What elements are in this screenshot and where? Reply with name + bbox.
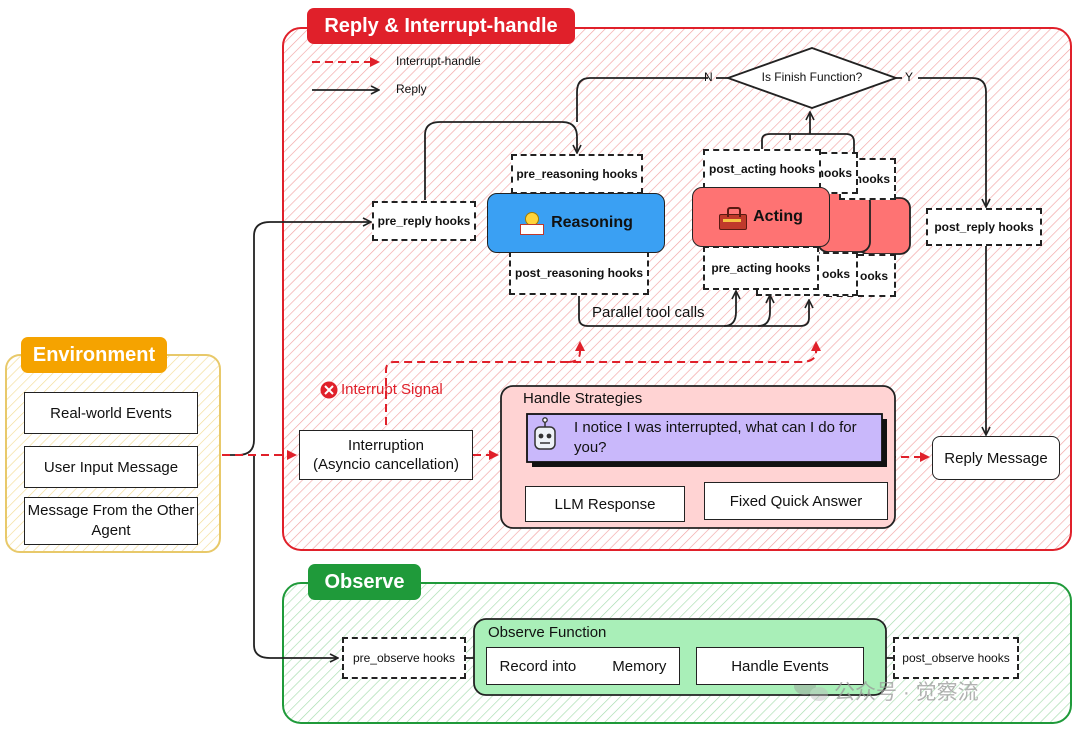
decision-yes-label: Y (905, 70, 914, 84)
interruption-subtitle: (Asyncio cancellation) (313, 456, 459, 473)
pre-acting-hooks: pre_acting hooks (703, 246, 819, 290)
toolbox-icon (719, 206, 748, 230)
post-reply-hooks: post_reply hooks (926, 208, 1042, 246)
finish-decision-diamond (725, 47, 899, 109)
acting-node: Acting (692, 187, 830, 247)
record-suffix: Memory (612, 657, 667, 675)
record-into-memory-box: Record into Memory (486, 647, 680, 685)
reply-message-box: Reply Message (932, 436, 1060, 480)
acting-label: Acting (753, 208, 803, 225)
pre-observe-hooks: pre_observe hooks (342, 637, 466, 679)
interrupted-message-text: I notice I was interrupted, what can I d… (574, 419, 857, 456)
legend-interrupt-label: Interrupt-handle (396, 54, 481, 68)
pre-reply-hooks: pre_reply hooks (372, 201, 476, 241)
post-reasoning-hooks: post_reasoning hooks (509, 251, 649, 295)
lightbulb-book-icon (519, 211, 545, 235)
legend-reply-label: Reply (396, 82, 427, 96)
interruption-box: Interruption (Asyncio cancellation) (299, 430, 473, 480)
observe-section-title: Observe (308, 564, 421, 600)
parallel-tool-calls-label: Parallel tool calls (592, 304, 705, 321)
handle-strategies-title: Handle Strategies (523, 390, 643, 407)
pre-reasoning-hooks: pre_reasoning hooks (511, 154, 643, 194)
env-real-world-events: Real-world Events (24, 392, 198, 434)
robot-icon (534, 417, 556, 450)
observe-function-title: Observe Function (488, 624, 607, 641)
finish-decision-label: Is Finish Function? (761, 70, 863, 84)
reasoning-node: Reasoning (487, 193, 665, 253)
interrupt-signal-label: Interrupt Signal (341, 381, 443, 398)
environment-section-title: Environment (21, 337, 167, 373)
record-prefix: Record into (499, 657, 577, 675)
fixed-quick-answer-option: Fixed Quick Answer (704, 482, 888, 520)
interruption-title: Interruption (348, 437, 424, 454)
post-acting-hooks: post_acting hooks (703, 149, 821, 189)
reply-section-title: Reply & Interrupt-handle (307, 8, 575, 44)
env-user-input-message: User Input Message (24, 446, 198, 488)
llm-response-option: LLM Response (525, 486, 685, 522)
reasoning-label: Reasoning (551, 214, 633, 231)
decision-no-label: N (704, 70, 713, 84)
post-observe-hooks: post_observe hooks (893, 637, 1019, 679)
env-other-agent-message: Message From the Other Agent (24, 497, 198, 545)
handle-events-box: Handle Events (696, 647, 864, 685)
watermark-text: 公众号 · 觉察流 (834, 681, 979, 704)
interrupted-message-bubble (526, 413, 883, 463)
